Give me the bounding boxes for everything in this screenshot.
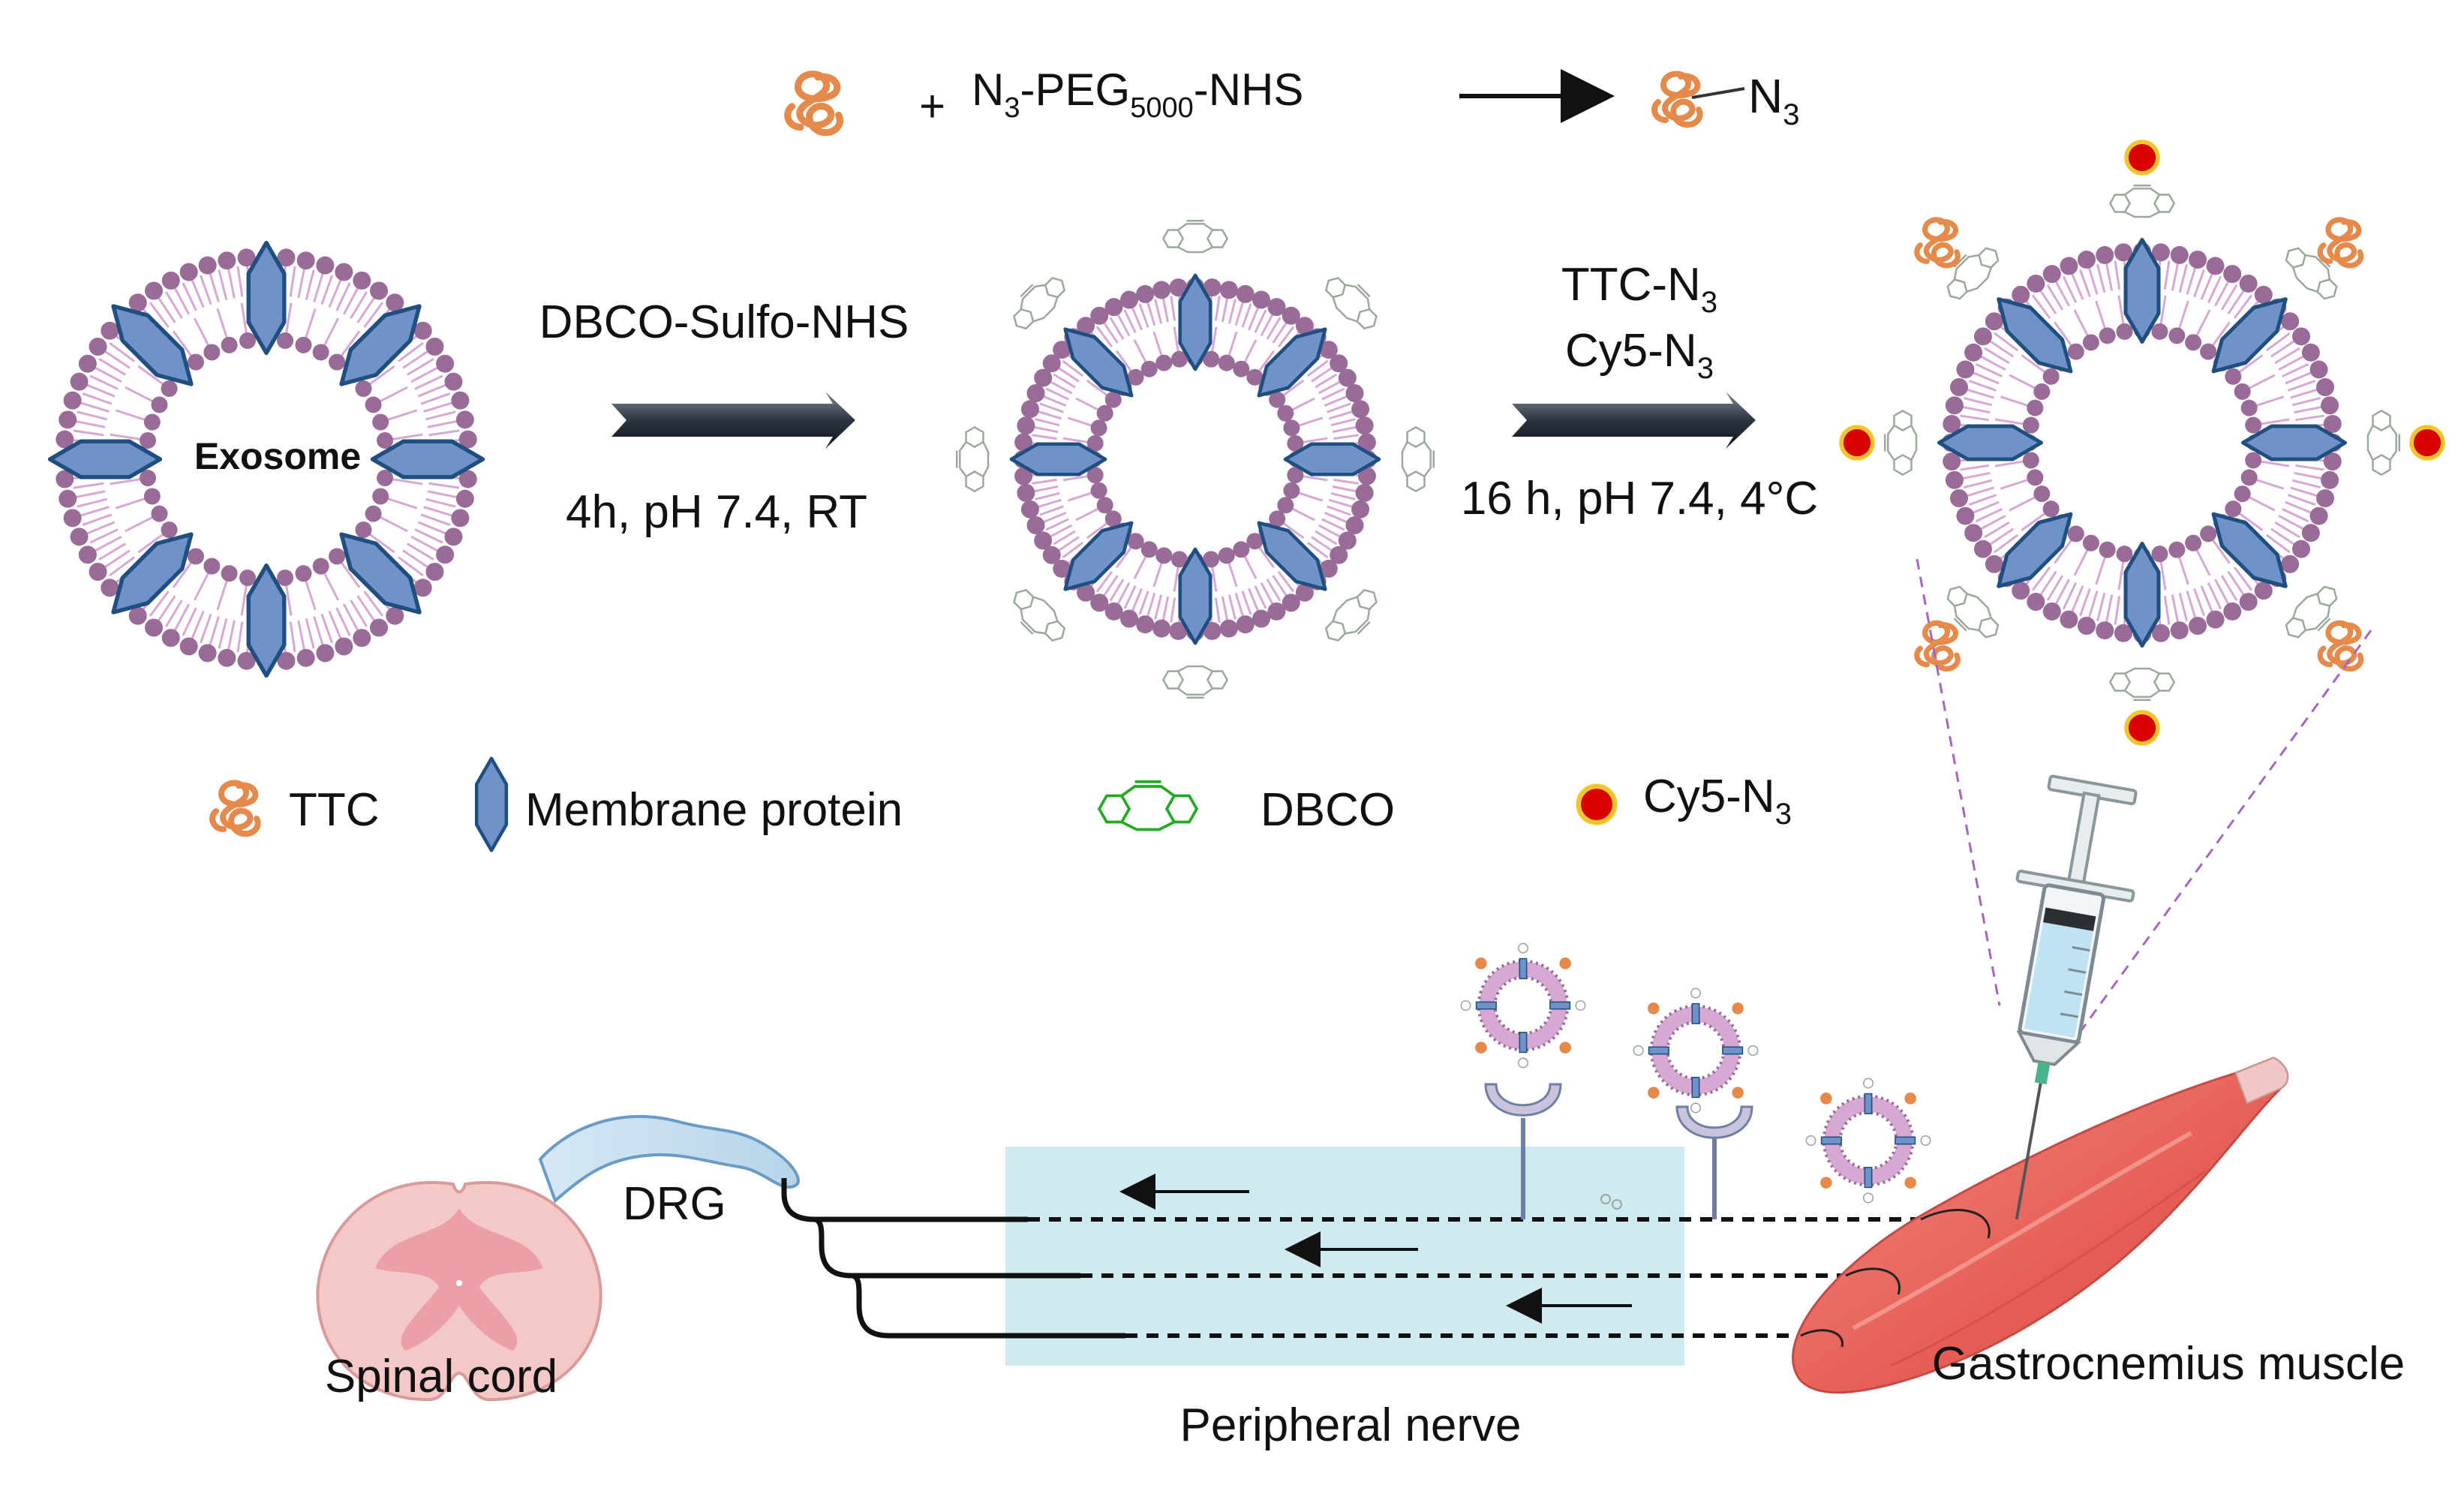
- bond-line: [1691, 87, 1745, 99]
- spinal-cord-illustration: [316, 1181, 602, 1402]
- reaction-equation: + N3-PEG5000-NHS N3: [788, 65, 1799, 133]
- legend-dbco-icon: [1098, 780, 1198, 831]
- membrane-protein: [329, 522, 431, 624]
- legend-membrane-protein-label: Membrane protein: [525, 784, 903, 836]
- axon-dashed-segments: [1028, 1217, 1921, 1338]
- ttc-protein: [1917, 220, 1958, 266]
- dbco-group: [2278, 579, 2348, 648]
- membrane-protein: [1248, 512, 1336, 600]
- step1-arrow: [611, 392, 855, 449]
- dbco-group: [1401, 426, 1435, 492]
- legend-ttc-icon: [212, 783, 258, 834]
- step2-reagent-cy5: Cy5-N3: [1565, 325, 1714, 385]
- zoom-guide-right: [2054, 630, 2372, 1066]
- cy5-dye: [2126, 142, 2158, 173]
- legend-dbco-label: DBCO: [1261, 784, 1395, 836]
- ttc-icon: [788, 74, 840, 133]
- syringe-illustration: [2015, 774, 2138, 1220]
- membrane-protein: [1987, 503, 2082, 598]
- exosome-dbco-modified: [955, 219, 1435, 699]
- membrane-protein: [2202, 287, 2297, 383]
- ttc-protein: [2320, 623, 2361, 669]
- cy5-dye: [2126, 712, 2158, 744]
- membrane-protein: [101, 522, 203, 624]
- axons: [781, 1178, 1125, 1339]
- drg-illustration: [538, 1115, 800, 1204]
- dbco-group: [1318, 266, 1388, 337]
- ttc-product-icon: [1654, 74, 1700, 125]
- spinal-cord-label: Spinal cord: [325, 1351, 557, 1402]
- membrane-protein: [2202, 503, 2297, 598]
- exosome-ttc-cy5-functionalized: [1841, 142, 2443, 744]
- step1-conditions: 4h, pH 7.4, RT: [566, 486, 867, 538]
- step2-arrow: [1512, 392, 1756, 449]
- cy5-dye: [2411, 427, 2443, 458]
- legend-membrane-protein-icon: [476, 759, 506, 850]
- membrane-protein: [329, 293, 431, 396]
- membrane-protein: [101, 293, 203, 396]
- dbco-group: [2109, 667, 2175, 702]
- exosome-unmodified: Exosome: [50, 243, 483, 676]
- step2-conditions: 16 h, pH 7.4, 4°C: [1461, 473, 1818, 525]
- dbco-group: [1162, 219, 1228, 254]
- reagent-formula: N3-PEG5000-NHS: [972, 65, 1303, 124]
- dbco-group: [1162, 665, 1228, 699]
- step2-reagent-ttc: TTC-N3: [1561, 259, 1717, 319]
- anatomy-panel: DRG Spinal cord: [316, 774, 2405, 1451]
- receptors: [1484, 1083, 1753, 1219]
- dbco-group: [1002, 266, 1073, 337]
- exosome-label: Exosome: [194, 435, 361, 477]
- dbco-group: [1002, 582, 1073, 652]
- membrane-protein: [1054, 512, 1142, 600]
- dbco-group: [2366, 410, 2401, 476]
- dbco-group: [2109, 184, 2175, 218]
- peripheral-nerve-label: Peripheral nerve: [1180, 1399, 1522, 1451]
- dbco-group: [1883, 410, 1918, 476]
- membrane-protein: [1248, 318, 1336, 406]
- ttc-protein: [1917, 623, 1958, 669]
- peripheral-nerve-box: [1005, 1147, 1684, 1366]
- step2: TTC-N3 Cy5-N3 16 h, pH 7.4, 4°C: [1461, 259, 1818, 525]
- cy5-dye: [1841, 427, 1873, 458]
- gastrocnemius-muscle-illustration: Gastrocnemius muscle: [1792, 1057, 2405, 1394]
- dbco-group: [955, 426, 990, 492]
- legend-cy5-icon: [1579, 786, 1615, 822]
- retrograde-arrows: [1119, 1174, 1632, 1324]
- ttc-protein: [2320, 220, 2361, 266]
- legend-ttc-label: TTC: [289, 784, 380, 836]
- muscle-label: Gastrocnemius muscle: [1932, 1338, 2405, 1390]
- membrane-protein: [1054, 318, 1142, 406]
- dbco-group: [1318, 582, 1388, 652]
- legend-cy5-label: Cy5-N3: [1643, 771, 1792, 831]
- membrane-protein: [1987, 287, 2082, 383]
- drg-label: DRG: [623, 1178, 726, 1230]
- step1-reagent: DBCO-Sulfo-NHS: [539, 296, 909, 348]
- legend: TTC Membrane protein DBCO Cy5-N3: [212, 759, 1792, 850]
- zoom-guide-left: [1916, 558, 2001, 1006]
- plus-sign: +: [919, 81, 945, 131]
- step1: DBCO-Sulfo-NHS 4h, pH 7.4, RT: [539, 296, 909, 538]
- product-formula: N3: [1748, 69, 1799, 131]
